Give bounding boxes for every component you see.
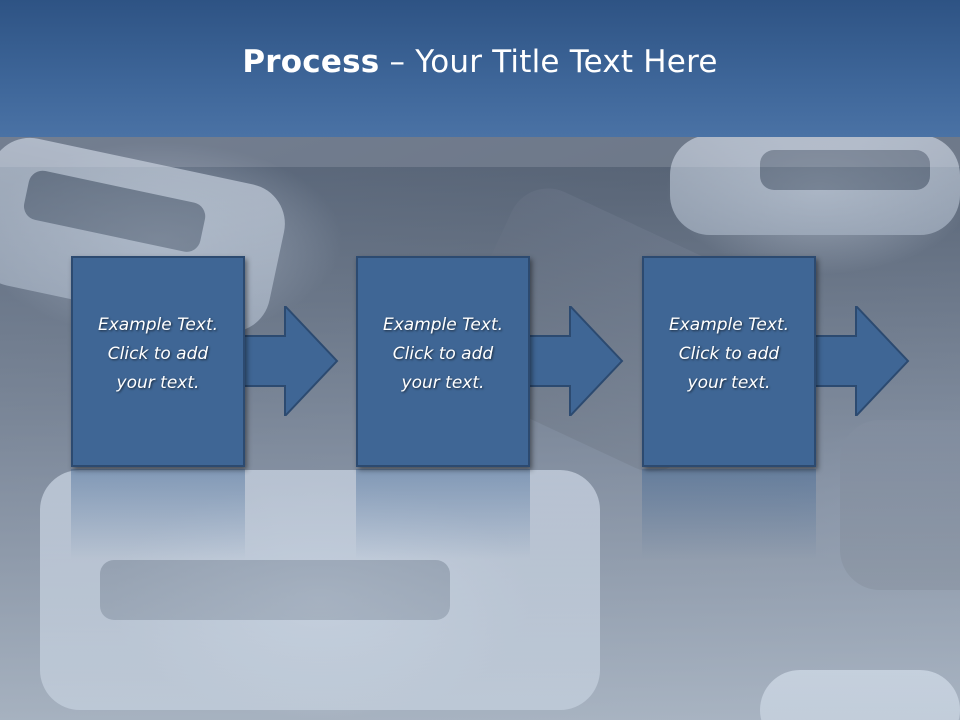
- arrow-right-icon: [239, 306, 339, 416]
- step-box[interactable]: Example Text. Click to add your text.: [356, 256, 530, 467]
- step-text-line: your text.: [116, 373, 200, 393]
- step-text: Example Text. Click to add your text.: [83, 311, 233, 398]
- process-step-1: Example Text. Click to add your text.: [71, 256, 339, 559]
- step-text-line: Example Text.: [97, 315, 219, 335]
- step-text-line: Click to add: [107, 344, 209, 364]
- step-text-line: your text.: [687, 373, 771, 393]
- step-reflection: [642, 469, 816, 559]
- process-step-3: Example Text. Click to add your text.: [642, 256, 910, 559]
- process-step-2: Example Text. Click to add your text.: [356, 256, 624, 559]
- step-box[interactable]: Example Text. Click to add your text.: [71, 256, 245, 467]
- title-bar: Process – Your Title Text Here: [0, 0, 960, 137]
- step-reflection: [356, 469, 530, 559]
- slide-title[interactable]: Process – Your Title Text Here: [242, 44, 717, 80]
- step-text-line: your text.: [401, 373, 485, 393]
- step-box[interactable]: Example Text. Click to add your text.: [642, 256, 816, 467]
- arrow-right-icon: [524, 306, 624, 416]
- step-text-line: Click to add: [392, 344, 494, 364]
- step-text-line: Click to add: [678, 344, 780, 364]
- step-text: Example Text. Click to add your text.: [368, 311, 518, 398]
- overlay-band: [0, 137, 960, 167]
- title-bold-part: Process: [242, 43, 380, 80]
- step-text-line: Example Text.: [668, 315, 790, 335]
- step-text-line: Example Text.: [382, 315, 504, 335]
- arrow-right-icon: [810, 306, 910, 416]
- title-regular-part: – Your Title Text Here: [379, 43, 718, 80]
- step-text: Example Text. Click to add your text.: [654, 311, 804, 398]
- step-reflection: [71, 469, 245, 559]
